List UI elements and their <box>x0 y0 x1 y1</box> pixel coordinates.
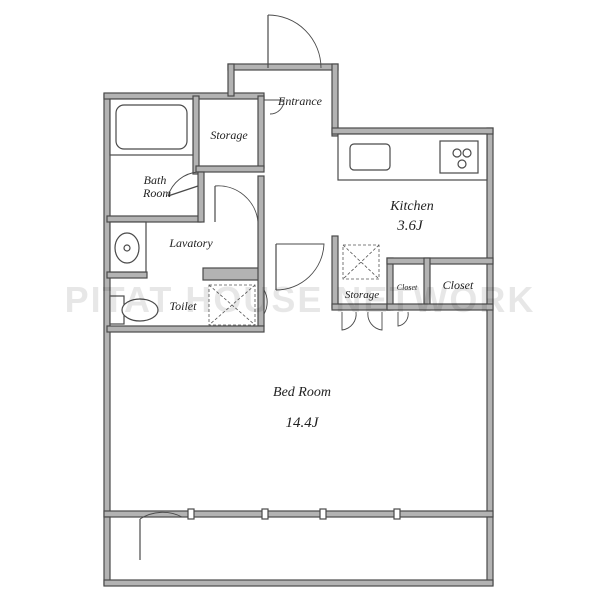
bathtub <box>109 98 194 156</box>
bath-label-line1: Bath <box>144 173 167 187</box>
bedroom-label: Bed Room <box>273 385 331 400</box>
storage-mid-label: Storage <box>345 289 379 301</box>
bedroom-size: 14.4J <box>286 415 320 431</box>
lavatory-door <box>214 185 259 223</box>
storage-door <box>264 99 285 115</box>
walls <box>103 63 494 587</box>
kitchen-size: 3.6J <box>396 218 424 234</box>
entrance-door <box>267 14 322 69</box>
kitchen-counter <box>337 133 488 181</box>
toilet-door <box>263 289 268 315</box>
closet-small-label: Closet <box>397 283 418 292</box>
closet-label: Closet <box>443 278 474 292</box>
closet-door <box>397 311 409 327</box>
entrance-label: Entrance <box>277 94 323 108</box>
storage-mid-door <box>341 311 383 331</box>
washbasin <box>109 221 147 273</box>
kitchen-label: Kitchen <box>389 199 434 214</box>
bath-label-line2: Room <box>142 186 171 200</box>
balcony-door <box>139 511 183 560</box>
bath-door <box>167 171 199 197</box>
toilet-label: Toilet <box>170 299 198 313</box>
storage-top-label: Storage <box>210 128 248 142</box>
toilet-bowl <box>109 295 159 325</box>
hall-door <box>275 243 325 291</box>
fridge-space <box>342 244 380 280</box>
lavatory-label: Lavatory <box>168 236 213 250</box>
washing-machine-space <box>208 284 256 326</box>
watermark: PITAT HOUSE NETWORK <box>65 279 536 320</box>
